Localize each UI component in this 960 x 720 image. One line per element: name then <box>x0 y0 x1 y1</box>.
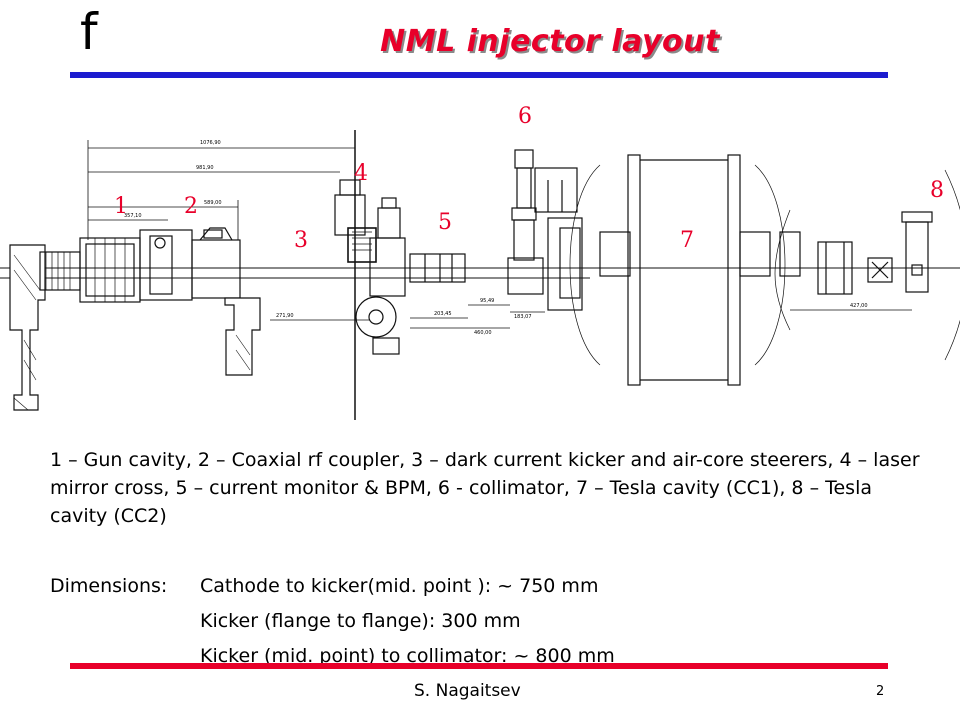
dimension-text: 95,49 <box>480 298 495 304</box>
page-number: 2 <box>876 684 885 699</box>
footer-author: S. Nagaitsev <box>414 681 521 701</box>
diagram-label-4: 4 <box>354 161 368 186</box>
diagram-label-3: 3 <box>294 228 308 253</box>
footer-rule <box>70 663 888 669</box>
dimension-text: 1076,90 <box>200 140 221 146</box>
component-legend: 1 – Gun cavity, 2 – Coaxial rf coupler, … <box>50 449 920 527</box>
dimension-line: Kicker (mid. point) to collimator: ~ 800… <box>200 645 615 667</box>
diagram-label-6: 6 <box>518 104 532 129</box>
diagram-label-2: 2 <box>184 194 198 219</box>
dimension-text: 271,90 <box>276 313 294 319</box>
dimensions-block: Dimensions: Cathode to kicker(mid. point… <box>50 571 615 676</box>
diagram-label-8: 8 <box>930 178 944 203</box>
dimension-row: Kicker (mid. point) to collimator: ~ 800… <box>50 641 615 676</box>
dimensions-spacer <box>50 641 200 676</box>
dimension-text: 460,00 <box>474 330 492 336</box>
title-underline <box>70 72 888 78</box>
dimension-text: 589,00 <box>204 200 222 206</box>
dimensions-spacer <box>50 606 200 641</box>
diagram-label-7: 7 <box>680 228 694 253</box>
injector-layout-drawing <box>0 130 960 420</box>
dimension-line: Kicker (flange to flange): 300 mm <box>200 610 521 632</box>
dimension-line: Cathode to kicker(mid. point ): ~ 750 mm <box>200 575 599 597</box>
diagram-label-5: 5 <box>438 210 452 235</box>
diagram-label-1: 1 <box>114 194 128 219</box>
dimension-text: 203,45 <box>434 311 452 317</box>
dimension-text: 981,90 <box>196 165 214 171</box>
dimensions-heading: Dimensions: <box>50 575 168 597</box>
dimension-row: Kicker (flange to flange): 300 mm <box>50 606 615 641</box>
dimension-text: 427,00 <box>850 303 868 309</box>
dimension-text: 357,10 <box>124 213 142 219</box>
dimension-row: Dimensions: Cathode to kicker(mid. point… <box>50 571 615 606</box>
dimension-text: 183,07 <box>514 314 532 320</box>
fermilab-logo: f <box>80 3 98 61</box>
slide-title: NML injector layout <box>380 24 720 59</box>
